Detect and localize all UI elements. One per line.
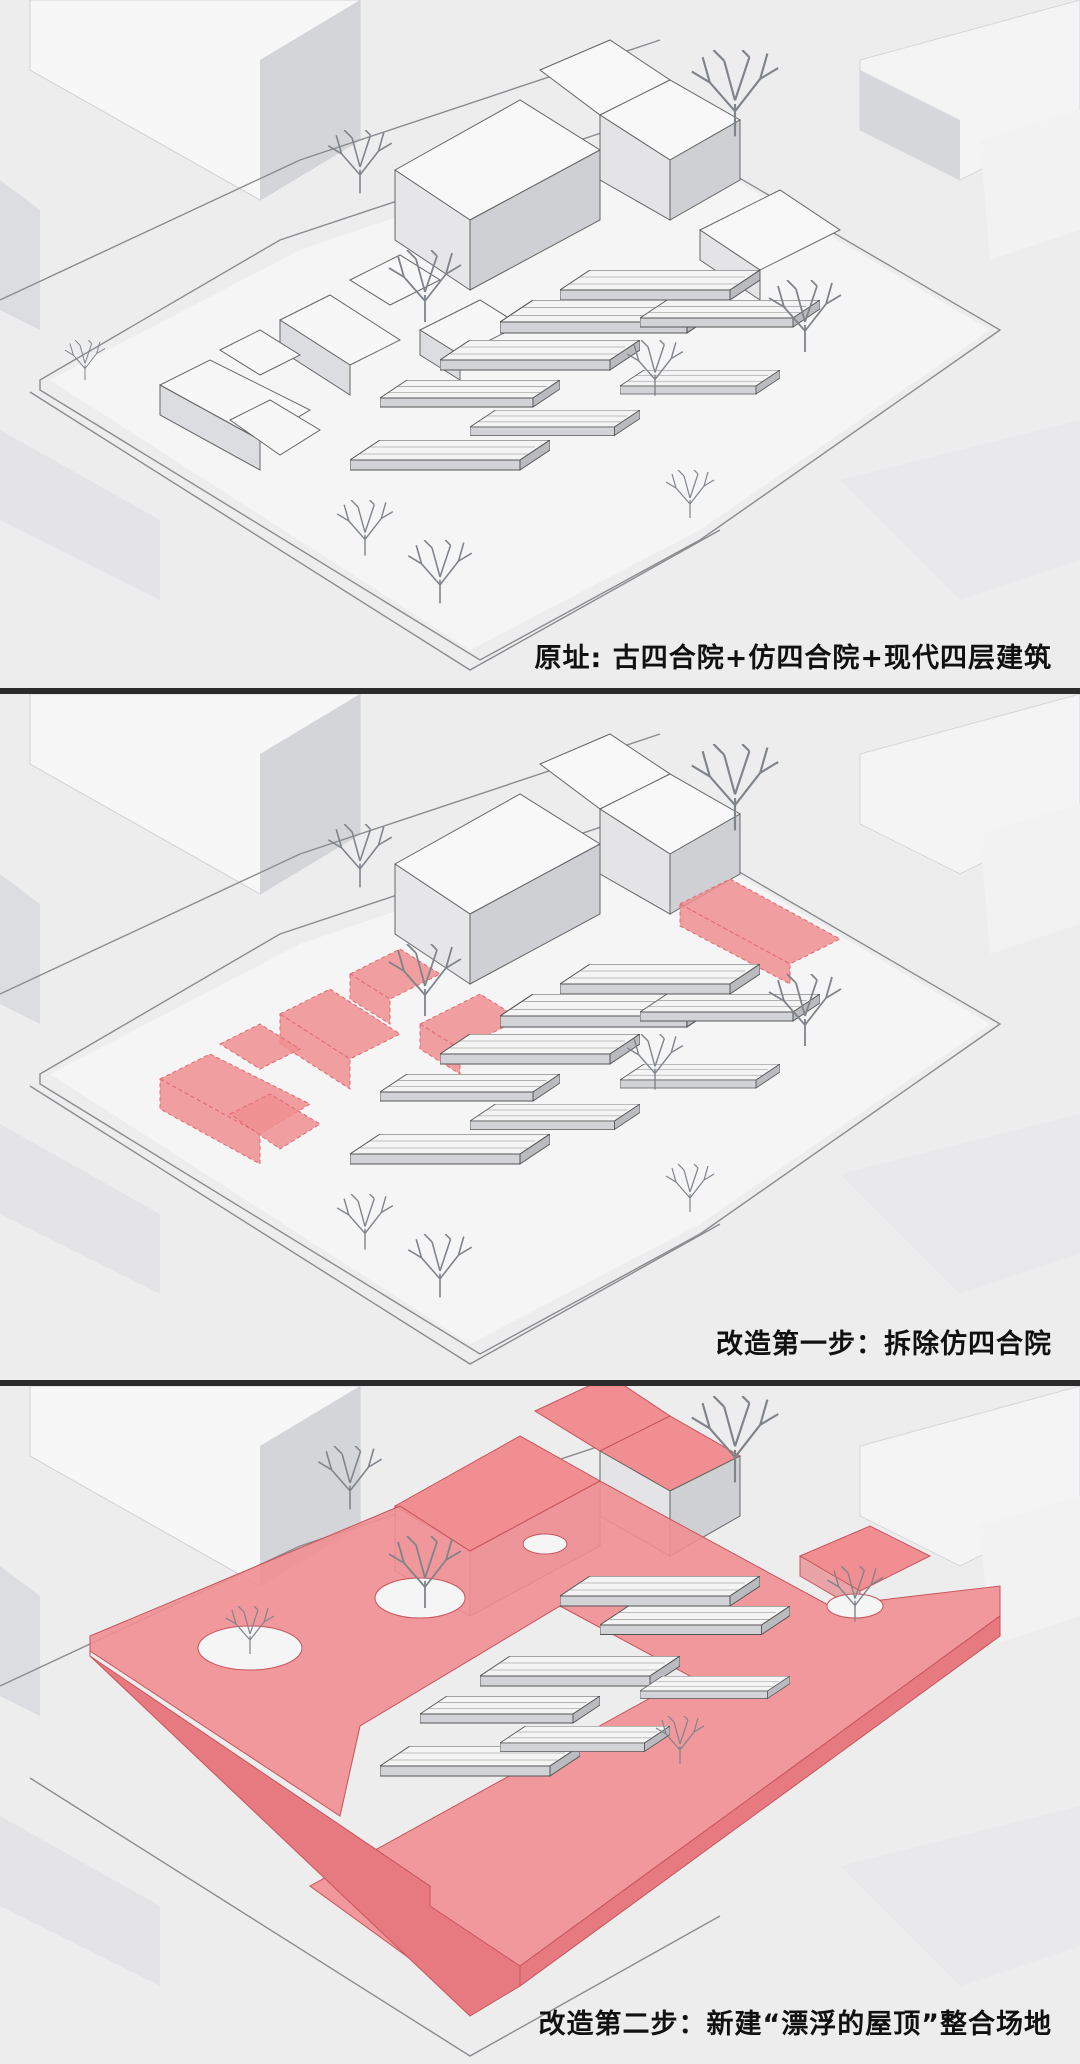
modern-building [394, 733, 742, 985]
context-buildings [0, 0, 1080, 600]
panel-step-one: 改造第一步：拆除仿四合院 [0, 694, 1080, 1380]
site-axonometric-demolition [0, 694, 1080, 1365]
site-axonometric-floating-roof [0, 1386, 1080, 2057]
panel-caption: 改造第一步：拆除仿四合院 [716, 1329, 1052, 1360]
site-boundary [0, 39, 1002, 671]
panel-caption: 原址: 古四合院+仿四合院+现代四层建筑 [534, 643, 1052, 674]
demolished-imitation-courtyard [158, 878, 842, 1165]
panel-caption: 改造第二步：新建“漂浮的屋顶”整合场地 [538, 2009, 1052, 2040]
imitation-courtyard [158, 254, 522, 471]
modern-building [394, 39, 841, 301]
panel-original-site: 原址: 古四合院+仿四合院+现代四层建筑 [0, 0, 1080, 688]
context-buildings [0, 1386, 1080, 1986]
site-boundary [0, 733, 1002, 1365]
panel-step-two: 改造第二步：新建“漂浮的屋顶”整合场地 [0, 1386, 1080, 2064]
site-axonometric-original [0, 0, 1080, 671]
